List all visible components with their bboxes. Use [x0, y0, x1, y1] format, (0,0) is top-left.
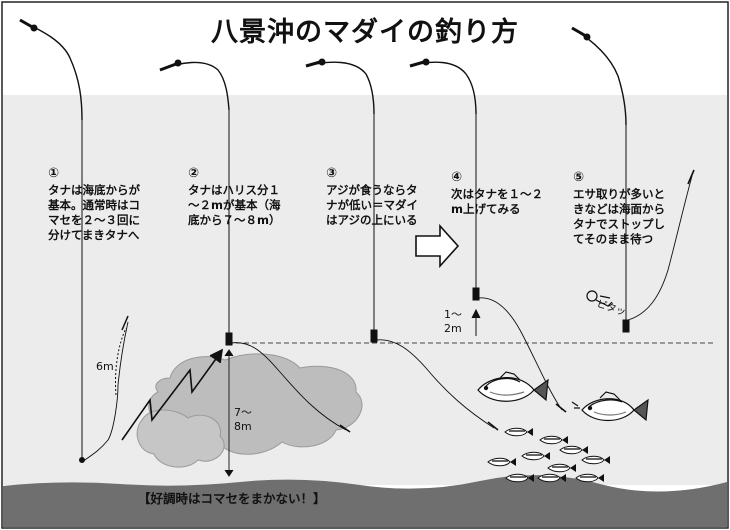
step-3-note: ③ アジが食うならタ ナが低い＝マダイ はアジの上にいる: [326, 166, 418, 228]
step-1-number: ①: [48, 166, 60, 181]
water-area: [3, 95, 727, 485]
rod-3: [305, 58, 499, 431]
red-seabream-2: [571, 391, 649, 422]
next-step-arrow: [415, 223, 460, 269]
label-7-8m: 7～ 8m: [234, 406, 252, 433]
step-1-text: タナは海底からが 基本。通常時はコ マセを２～３回に 分けてまきタナへ: [48, 183, 140, 242]
rod-5: [571, 26, 695, 333]
step-2-note: ② タナはハリス分１ ～２mが基本（海 底から７～８m）: [188, 166, 280, 228]
label-1-2m: 1～ 2m: [444, 308, 462, 335]
rod-4: [409, 58, 567, 413]
horse-mackerel: [521, 451, 550, 461]
rod-2: [159, 59, 351, 477]
horse-mackerel: [539, 435, 568, 445]
footer-note: 【好調時はコマセをまかない！】: [138, 491, 326, 506]
horse-mackerel-school: [487, 427, 610, 483]
step-5-note: ⑤ エサ取りが多いと きなどは海面から タナでストップし てそのまま待つ: [573, 170, 665, 247]
horse-mackerel: [504, 427, 533, 437]
horse-mackerel: [581, 455, 610, 465]
step-3-text: アジが食うならタ ナが低い＝マダイ はアジの上にいる: [326, 183, 418, 227]
horse-mackerel: [537, 473, 566, 483]
step-3-number: ③: [326, 166, 338, 181]
page-title: 八景沖のマダイの釣り方: [211, 17, 519, 48]
label-6m: 6m: [96, 360, 114, 373]
step-4-number: ④: [451, 170, 463, 185]
step-2-text: タナはハリス分１ ～２mが基本（海 底から７～８m）: [188, 183, 281, 227]
horse-mackerel: [559, 445, 588, 455]
step-5-number: ⑤: [573, 170, 585, 185]
rod-1: [19, 18, 129, 463]
step-2-number: ②: [188, 166, 200, 181]
horse-mackerel: [547, 463, 576, 473]
step-1-note: ① タナは海底からが 基本。通常時はコ マセを２～３回に 分けてまきタナへ: [48, 166, 140, 243]
step-4-text: 次はタナを１～２ m上げてみる: [451, 187, 543, 216]
stop-hand-icon: [586, 290, 613, 307]
seabed: [3, 475, 727, 527]
zigzag-arrow: [121, 348, 224, 441]
horse-mackerel: [575, 473, 604, 483]
step-4-note: ④ 次はタナを１～２ m上げてみる: [451, 170, 543, 217]
step-5-text: エサ取りが多いと きなどは海面から タナでストップし てそのまま待つ: [573, 187, 665, 246]
horse-mackerel: [505, 473, 534, 483]
red-seabream-1: [477, 371, 549, 402]
horse-mackerel: [487, 457, 516, 467]
